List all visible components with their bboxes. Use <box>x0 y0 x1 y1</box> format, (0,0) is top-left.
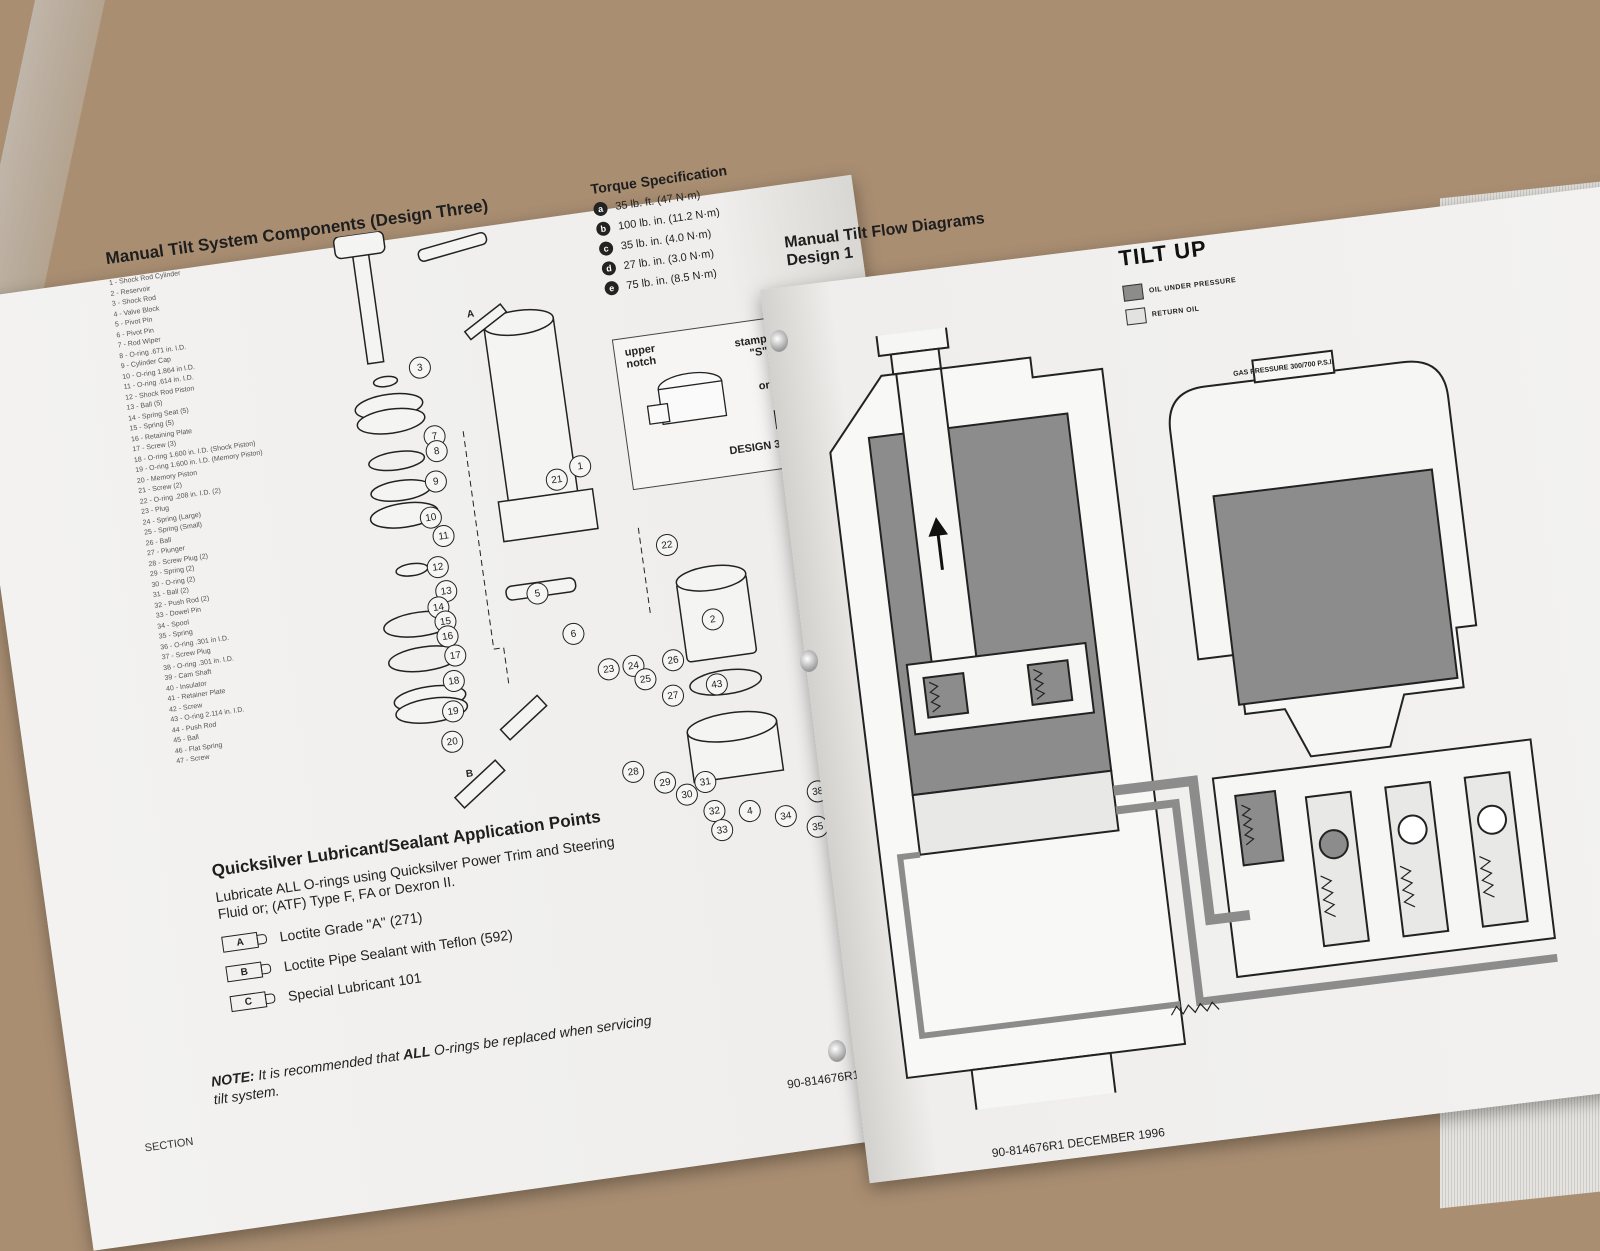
part-callout: 20 <box>439 729 465 755</box>
torque-badge: c <box>598 240 615 257</box>
part-callout: 29 <box>652 770 678 796</box>
lubricant-name: Loctite Grade "A" (271) <box>278 908 424 945</box>
part-callout: 23 <box>596 656 622 682</box>
part-callout: 34 <box>773 803 799 829</box>
legend-swatch <box>1122 283 1144 302</box>
lubricant-tube-icon: B <box>225 961 264 983</box>
note-text-pre: It is recommended that <box>257 1047 401 1083</box>
part-callout: 22 <box>654 532 680 558</box>
part-callout: 33 <box>709 817 735 843</box>
part-callout: 8 <box>424 438 450 464</box>
torque-badge: e <box>603 280 620 297</box>
part-callout: 12 <box>425 554 451 580</box>
background-paper-edge <box>0 0 106 330</box>
part-callout: 6 <box>561 621 586 647</box>
right-page: Manual Tilt Flow Diagrams Design 1 TILT … <box>760 182 1600 1184</box>
hydraulic-flow-diagram <box>829 286 1558 1121</box>
part-callout: 27 <box>660 683 686 709</box>
lubricant-section: Quicksilver Lubricant/Sealant Applicatio… <box>210 802 647 1013</box>
part-callout: 2 <box>700 606 726 632</box>
torque-badge: d <box>601 260 617 277</box>
part-callout: 5 <box>525 581 550 606</box>
left-page: Manual Tilt System Components (Design Th… <box>0 162 985 1251</box>
binder-ring-2 <box>800 650 818 672</box>
right-page-footer: 90-814676R1 DECEMBER 1996 <box>991 1125 1166 1161</box>
torque-badge: b <box>595 220 612 237</box>
part-callout: 25 <box>633 666 658 692</box>
binder-ring-1 <box>770 330 788 352</box>
part-callout: 4 <box>737 798 763 824</box>
part-callout: 3 <box>407 355 433 381</box>
lubricant-name: Special Lubricant 101 <box>286 969 423 1005</box>
tilt-up-heading: TILT UP <box>1117 235 1209 271</box>
note-text-post: O-rings be replaced when servicing tilt … <box>212 1011 653 1108</box>
part-callout: 28 <box>620 759 646 785</box>
torque-badge: a <box>592 201 609 217</box>
part-callout: 18 <box>441 668 467 694</box>
lubricant-tube-icon: A <box>221 931 260 953</box>
legend-label: OIL UNDER PRESSURE <box>1148 276 1237 295</box>
part-callout: 43 <box>704 671 730 697</box>
binder-ring-3 <box>828 1040 846 1062</box>
part-callout: 21 <box>544 467 570 493</box>
note: NOTE: It is recommended that ALL O-rings… <box>210 1009 671 1109</box>
exploded-tube-label: A <box>466 308 475 321</box>
lubricant-tube-icon: C <box>229 991 268 1013</box>
part-callout: 11 <box>431 523 456 549</box>
part-callout: 17 <box>442 643 468 668</box>
note-text-bold: ALL <box>401 1042 432 1063</box>
part-callout: 9 <box>423 469 449 494</box>
part-callout: 26 <box>660 647 686 673</box>
part-callout: 1 <box>567 453 593 479</box>
exploded-tube-label: B <box>465 768 474 781</box>
photo-scene: Manual Tilt System Components (Design Th… <box>0 0 1600 1200</box>
section-tab: SECTION <box>144 1135 195 1155</box>
part-callout: 19 <box>440 698 466 724</box>
